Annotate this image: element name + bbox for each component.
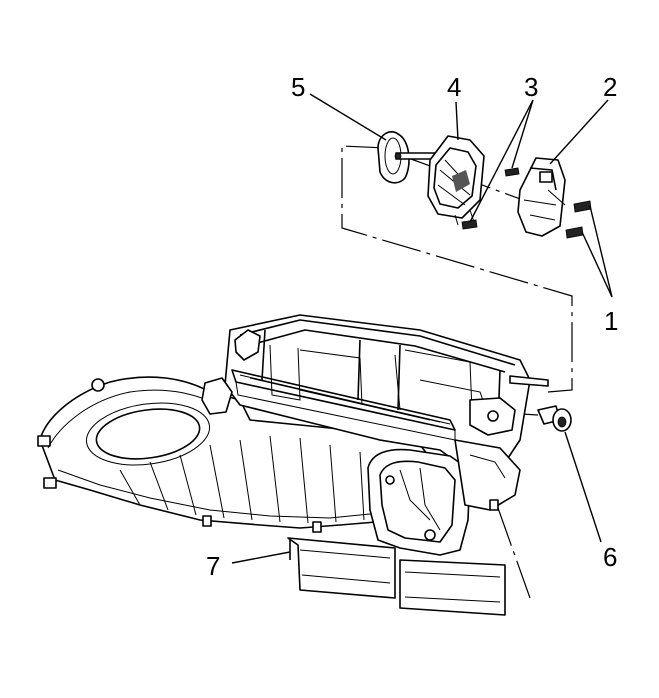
callout-7: 7 <box>206 551 220 581</box>
callout-4: 4 <box>447 72 461 102</box>
part-6-bushing <box>537 405 572 432</box>
part-1-screws <box>565 200 592 239</box>
callout-1: 1 <box>604 306 618 336</box>
callout-labels: 1 2 3 4 5 6 7 <box>206 72 618 581</box>
part-2-actuator <box>517 157 566 237</box>
callout-5: 5 <box>291 72 305 102</box>
leader-lines <box>231 93 613 564</box>
callout-6: 6 <box>603 542 617 572</box>
hvac-module-housing <box>37 314 549 556</box>
callout-3: 3 <box>524 72 538 102</box>
callout-2: 2 <box>603 72 617 102</box>
part-5-cam-disc <box>377 131 437 184</box>
heater-core-grille <box>231 369 456 441</box>
housing-ribs <box>119 435 365 524</box>
part-7-lower-seals <box>287 537 506 616</box>
part-4-gear-housing <box>427 135 485 226</box>
